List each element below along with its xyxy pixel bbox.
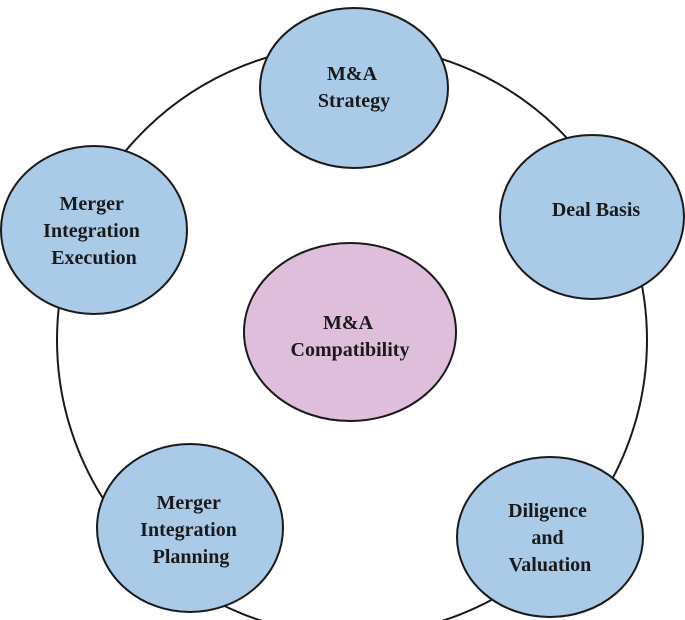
node-merger-integration-planning: Merger Integration Planning <box>96 443 284 613</box>
node-diligence-valuation: Diligence and Valuation <box>456 456 644 618</box>
node-shape <box>0 145 188 315</box>
node-label-mna-strategy: M&A Strategy <box>318 63 390 112</box>
node-mna-strategy: M&A Strategy <box>259 7 449 169</box>
node-deal-basis: Deal Basis <box>499 134 685 300</box>
node-label-merger-integration-execution: Merger Integration Execution <box>43 193 145 269</box>
node-shape <box>456 456 644 618</box>
center-node-shape <box>243 242 457 422</box>
node-shape <box>259 7 449 169</box>
node-shape <box>96 443 284 613</box>
center-node-label: M&A Compatibility <box>291 312 410 361</box>
node-merger-integration-execution: Merger Integration Execution <box>0 145 188 315</box>
node-label-merger-integration-planning: Merger Integration Planning <box>140 492 242 568</box>
node-label-diligence-valuation: Diligence and Valuation <box>508 500 592 576</box>
node-shape <box>499 134 685 300</box>
node-label-deal-basis: Deal Basis <box>552 199 641 221</box>
center-node: M&A Compatibility <box>243 242 457 422</box>
